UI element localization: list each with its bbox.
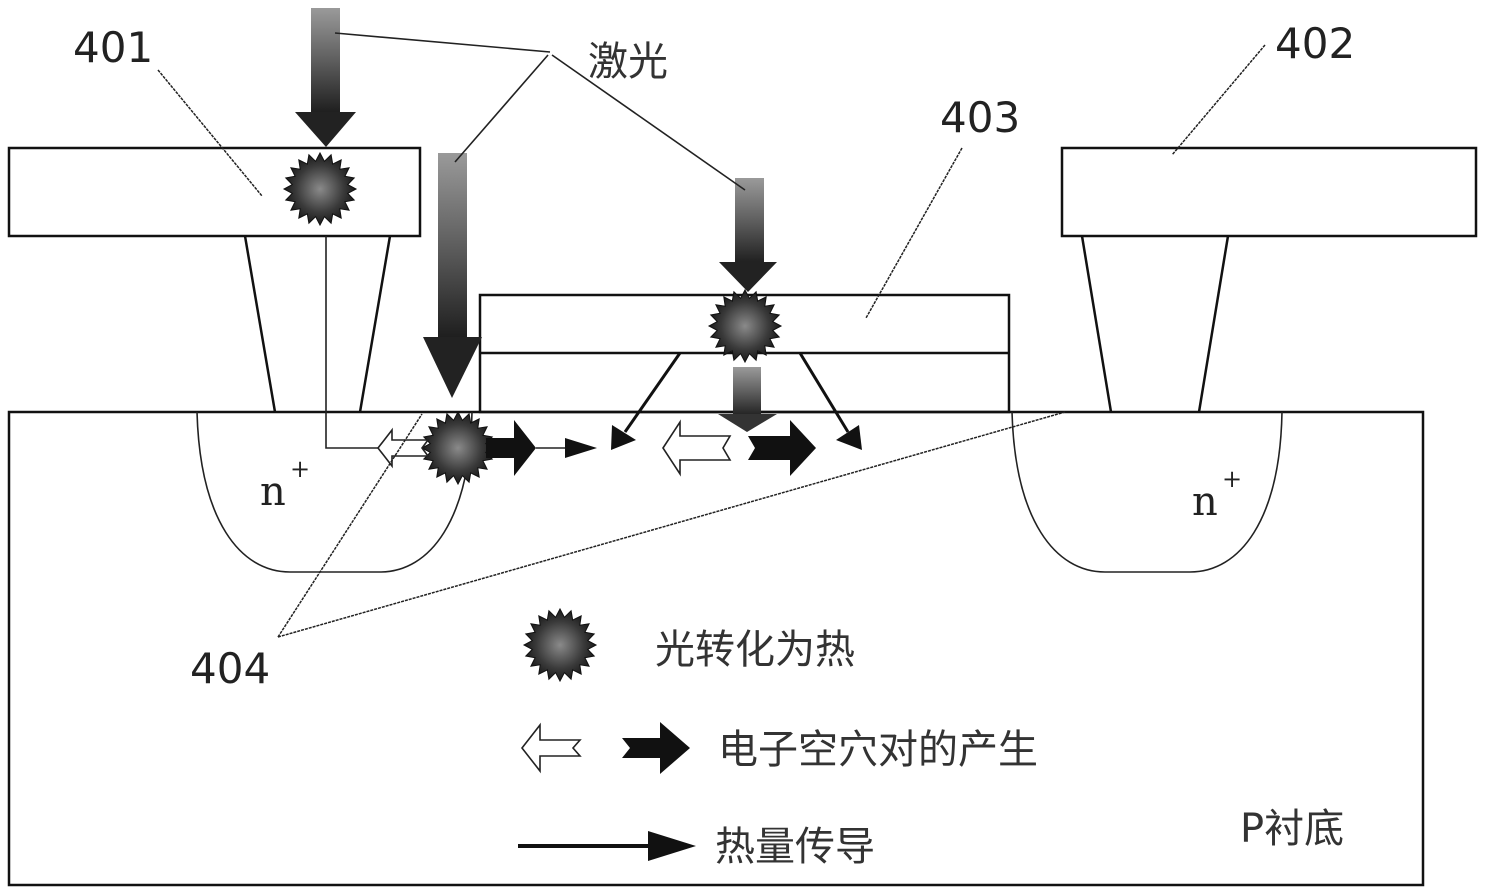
n-plus-left-label: n <box>260 469 286 515</box>
heat-conduction-arrow <box>798 352 862 450</box>
legend-text-light-to-heat: 光转化为热 <box>655 627 855 673</box>
electron-arrow-icon <box>748 420 816 476</box>
label-403: 403 <box>940 93 1020 142</box>
right-via-left-edge <box>1080 235 1113 413</box>
laser-label: 激光 <box>588 39 668 85</box>
n-plus-left-superscript: + <box>290 455 310 483</box>
leader-401 <box>157 69 263 197</box>
label-401: 401 <box>73 23 153 72</box>
n-plus-right-label: n <box>1192 479 1218 525</box>
n-plus-well-right <box>1011 411 1283 573</box>
spark-icon <box>421 411 495 485</box>
spark-icon <box>283 152 357 226</box>
hole-arrow-icon <box>376 427 430 469</box>
thin-arrow-icon <box>518 831 696 861</box>
spark-icon <box>523 608 597 682</box>
laser-arrow-1 <box>295 8 356 147</box>
heat-conduction-arrow <box>611 352 682 450</box>
heat-conduction-arrow <box>536 438 597 458</box>
laser-leader-3 <box>551 54 746 191</box>
leader-403 <box>865 147 963 319</box>
leader-402 <box>1171 44 1266 156</box>
left-via-left-edge <box>243 235 277 413</box>
substrate-label: P衬底 <box>1240 806 1344 852</box>
pad-402 <box>1060 146 1478 238</box>
legend-text-heat-conduction: 热量传导 <box>715 824 875 870</box>
laser-arrow-4 <box>718 367 777 432</box>
heat-path-line <box>325 236 430 449</box>
n-plus-well-left <box>196 411 473 573</box>
laser-arrow-3 <box>719 178 777 292</box>
leader-404-a <box>277 413 423 638</box>
electron-arrow-icon <box>486 420 536 476</box>
leader-404-b <box>277 411 1066 638</box>
label-404: 404 <box>190 644 270 693</box>
electron-hole-arrows-icon <box>520 722 690 774</box>
label-402: 402 <box>1275 19 1355 68</box>
laser-leader-1 <box>334 32 551 53</box>
laser-leader-2 <box>454 54 549 163</box>
pad-401 <box>7 146 422 238</box>
n-plus-right-superscript: + <box>1222 465 1242 493</box>
hole-arrow-icon <box>662 419 732 477</box>
spark-icon <box>708 289 782 363</box>
legend: 光转化为热 电子空穴对的产生 热量传导 <box>518 608 1038 870</box>
laser-arrow-2 <box>423 153 482 398</box>
legend-text-electron-hole: 电子空穴对的产生 <box>718 727 1038 773</box>
right-via-right-edge <box>1197 235 1230 413</box>
left-via-right-edge <box>358 235 392 413</box>
